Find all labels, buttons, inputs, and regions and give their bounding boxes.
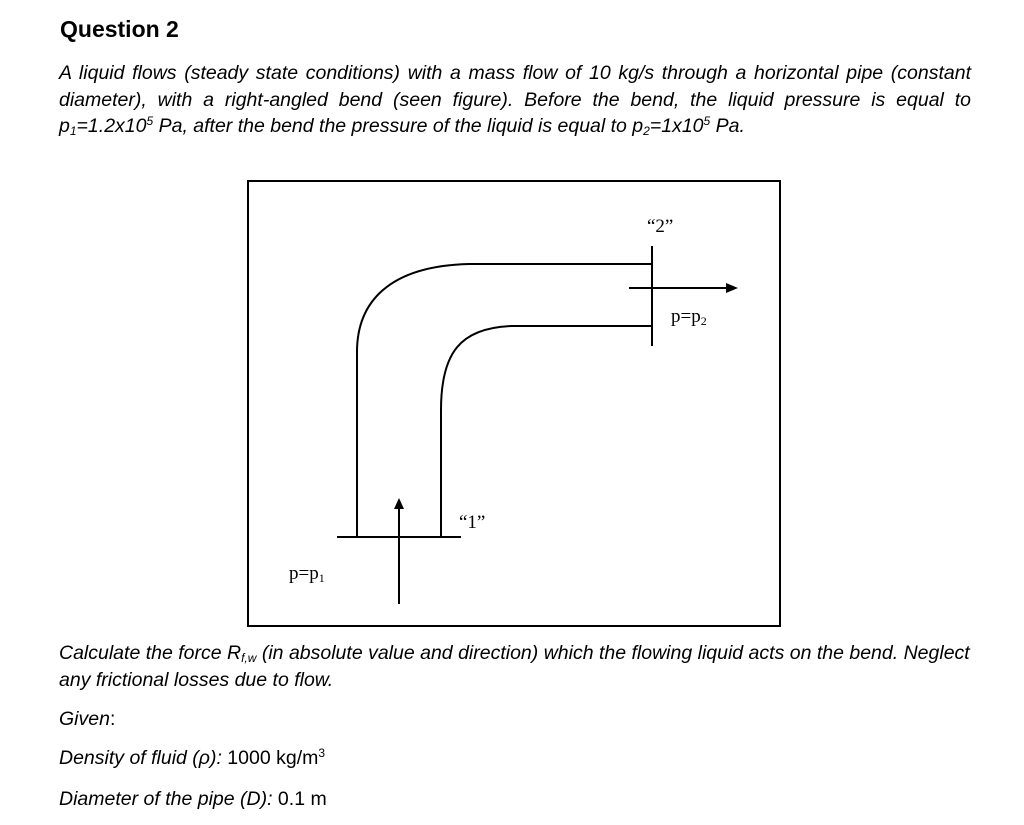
task-statement: Calculate the force Rf,w (in absolute va… [59, 642, 970, 691]
question-title: Question 2 [60, 16, 179, 42]
section-2-label: “2” [647, 216, 673, 237]
given-heading: Given: [59, 708, 116, 730]
inlet-pressure-label: p=p1 [289, 563, 325, 585]
outlet-arrowhead [726, 283, 738, 293]
pipe-bend-diagram: “2” “1” p=p2 p=p1 [289, 216, 738, 604]
outer-pipe-wall [356, 263, 652, 537]
section-1-label: “1” [459, 512, 485, 533]
diameter-line: Diameter of the pipe (D): 0.1 m [59, 788, 327, 810]
density-line: Density of fluid (ρ): 1000 kg/m3 [59, 746, 326, 769]
inner-pipe-wall [440, 325, 652, 537]
inlet-arrowhead [394, 498, 404, 509]
pipe-bend-figure: “2” “1” p=p2 p=p1 [247, 180, 781, 627]
outlet-pressure-label: p=p2 [671, 306, 707, 328]
problem-statement: A liquid flows (steady state conditions)… [59, 62, 971, 138]
